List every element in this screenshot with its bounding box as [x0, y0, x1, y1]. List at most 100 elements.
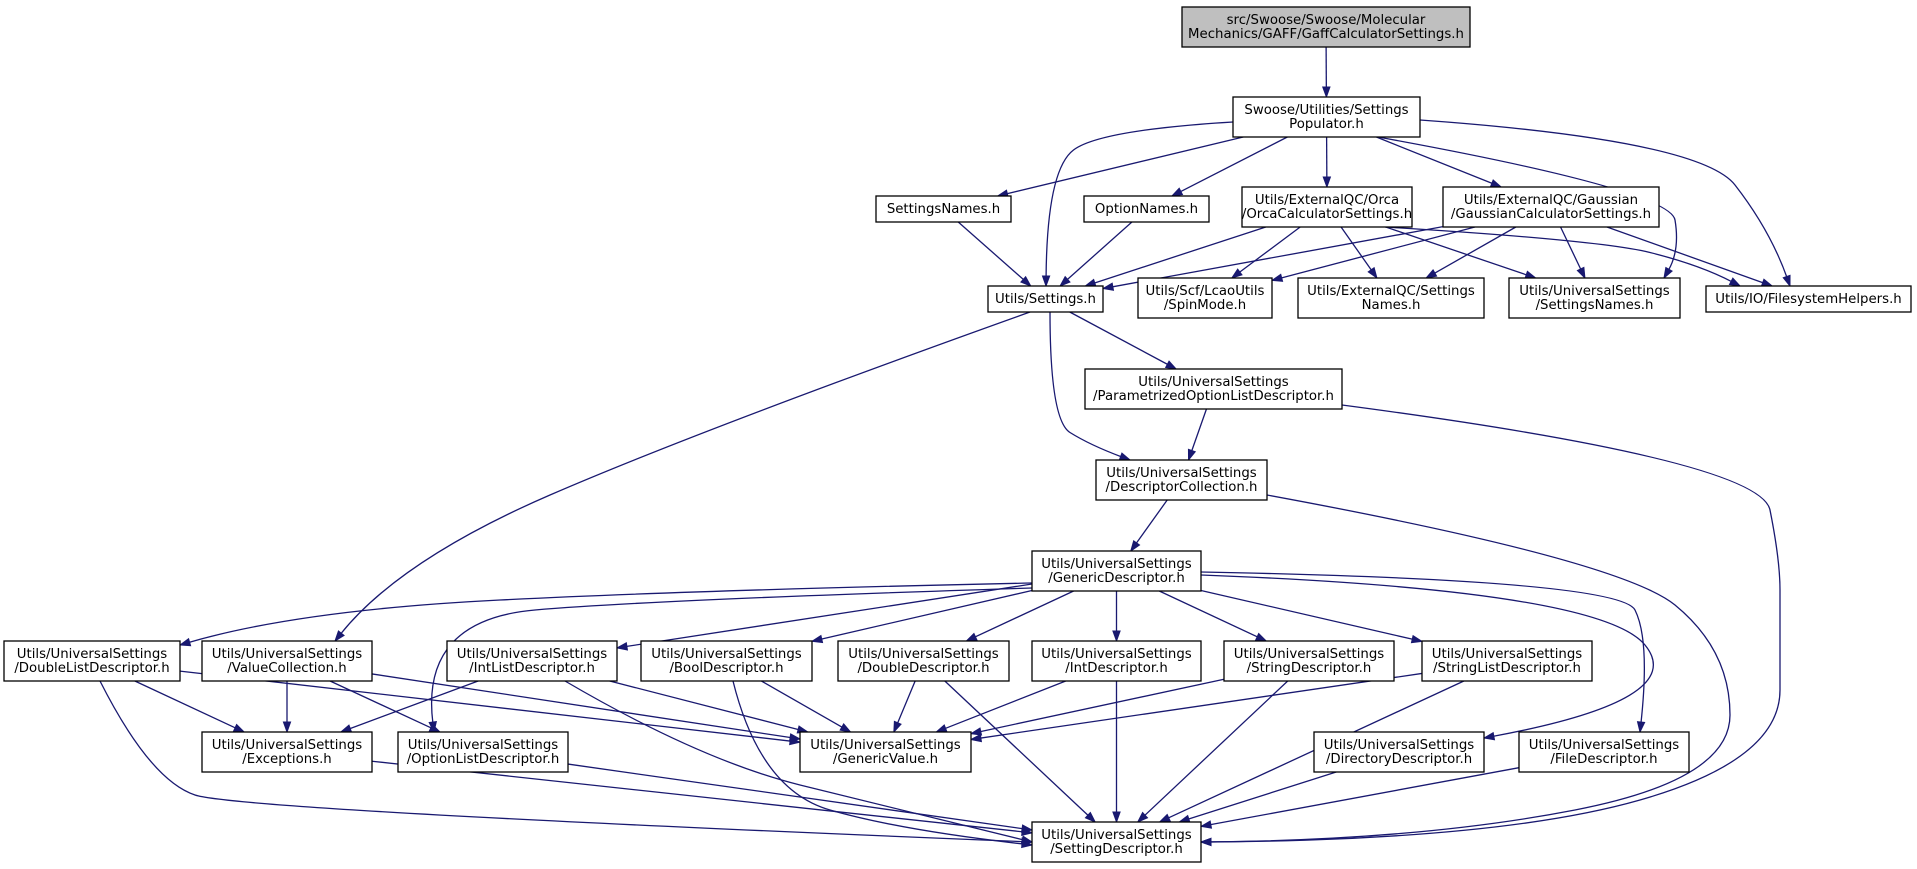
node-label-line: /ValueCollection.h	[227, 661, 346, 676]
edge-line	[1045, 121, 1234, 278]
edge-line	[974, 590, 1074, 638]
node-label-line: Names.h	[1362, 298, 1421, 313]
node-label-line: Utils/UniversalSettings	[651, 647, 801, 662]
node-label-line: /GenericValue.h	[833, 752, 938, 767]
node-label-line: Utils/UniversalSettings	[1529, 738, 1679, 753]
node-box	[1297, 277, 1485, 319]
node-int[interactable]: Utils/UniversalSettings/IntDescriptor.h	[1031, 640, 1202, 682]
node-settings[interactable]: Utils/Settings.h	[987, 285, 1104, 313]
edge-arrowhead	[339, 724, 353, 733]
edge-arrowhead	[232, 723, 246, 733]
edge-line	[1280, 226, 1476, 279]
node-label-line: Utils/Scf/LcaoUtils	[1146, 284, 1265, 299]
edge-arrowhead	[1199, 837, 1212, 847]
node-box	[1421, 640, 1593, 682]
edge-genericdesc-to-file	[1200, 571, 1646, 734]
node-root[interactable]: src/Swoose/Swoose/MolecularMechanics/GAF…	[1181, 6, 1471, 48]
node-box	[1442, 186, 1660, 228]
node-file[interactable]: Utils/UniversalSettings/FileDescriptor.h	[1518, 731, 1690, 773]
edge-line	[761, 680, 844, 729]
node-gaussian[interactable]: Utils/ExternalQC/Gaussian/GaussianCalcul…	[1442, 186, 1660, 228]
node-label-line: /DoubleDescriptor.h	[857, 661, 989, 676]
edge-orca-to-usnames	[1385, 226, 1538, 279]
edge-arrowhead	[1020, 824, 1034, 833]
edge-line	[1006, 136, 1244, 195]
edge-double-to-genericvalue	[893, 680, 916, 734]
edge-line	[188, 582, 1033, 644]
node-bool[interactable]: Utils/UniversalSettings/BoolDescriptor.h	[640, 640, 813, 682]
edge-genericdesc-to-int	[1112, 591, 1121, 643]
node-valuecoll[interactable]: Utils/UniversalSettings/ValueCollection.…	[201, 640, 373, 682]
node-label-line: Utils/UniversalSettings	[1041, 557, 1191, 572]
node-extqcnames[interactable]: Utils/ExternalQC/SettingsNames.h	[1297, 277, 1485, 319]
node-label-line: /DoubleListDescriptor.h	[14, 661, 169, 676]
edge-line	[179, 670, 792, 742]
node-label-line: Utils/UniversalSettings	[457, 647, 607, 662]
node-box	[1313, 731, 1485, 773]
node-fshelpers[interactable]: Utils/IO/FilesystemHelpers.h	[1705, 285, 1912, 313]
node-optionnames[interactable]: OptionNames.h	[1083, 195, 1210, 223]
node-orca[interactable]: Utils/ExternalQC/Orca/OrcaCalculatorSett…	[1241, 186, 1413, 228]
node-usnames[interactable]: Utils/UniversalSettings/SettingsNames.h	[1508, 277, 1681, 319]
node-label-line: OptionNames.h	[1095, 202, 1198, 217]
node-label-line: /OptionListDescriptor.h	[407, 752, 560, 767]
edge-line	[1135, 499, 1168, 545]
nodes-layer: src/Swoose/Swoose/MolecularMechanics/GAF…	[3, 6, 1912, 863]
node-genericdesc[interactable]: Utils/UniversalSettings/GenericDescripto…	[1031, 550, 1202, 592]
node-double[interactable]: Utils/UniversalSettings/DoubleDescriptor…	[837, 640, 1010, 682]
edge-line	[1187, 771, 1337, 820]
node-label-line: Utils/IO/FilesystemHelpers.h	[1715, 292, 1901, 307]
node-box	[1232, 96, 1421, 138]
node-settingsnames[interactable]: SettingsNames.h	[875, 195, 1012, 223]
node-directory[interactable]: Utils/UniversalSettings/DirectoryDescrip…	[1313, 731, 1485, 773]
edge-arrowhead	[1270, 273, 1284, 282]
node-spinmode[interactable]: Utils/Scf/LcaoUtils/SpinMode.h	[1137, 277, 1273, 319]
node-string[interactable]: Utils/UniversalSettings/StringDescriptor…	[1223, 640, 1395, 682]
node-box	[1095, 459, 1268, 501]
node-stringlist[interactable]: Utils/UniversalSettings/StringListDescri…	[1421, 640, 1593, 682]
edge-string-to-settingdesc	[1136, 680, 1289, 824]
node-label-line: Utils/UniversalSettings	[17, 647, 167, 662]
node-label-line: /GenericDescriptor.h	[1048, 571, 1185, 586]
node-label-line: Populator.h	[1289, 117, 1364, 132]
node-box	[1083, 195, 1210, 223]
node-label-line: Utils/ExternalQC/Settings	[1307, 284, 1475, 299]
edge-line	[567, 763, 1024, 830]
edge-line	[1066, 221, 1133, 281]
edge-gaussian-to-spinmode	[1270, 226, 1476, 282]
node-box	[1518, 731, 1690, 773]
node-settingdesc[interactable]: Utils/UniversalSettings/SettingDescripto…	[1031, 821, 1202, 863]
edge-arrowhead	[178, 637, 192, 647]
edge-settings-to-paramopt	[1069, 311, 1178, 370]
node-intlist[interactable]: Utils/UniversalSettings/IntListDescripto…	[446, 640, 618, 682]
node-label-line: src/Swoose/Swoose/Molecular	[1227, 13, 1426, 28]
node-doublelist[interactable]: Utils/UniversalSettings/DoubleListDescri…	[3, 640, 181, 682]
node-label-line: Utils/UniversalSettings	[1432, 647, 1582, 662]
edge-paramopt-to-settingdesc	[1199, 404, 1781, 847]
edge-arrowhead	[1158, 813, 1171, 823]
node-desccoll[interactable]: Utils/UniversalSettings/DescriptorCollec…	[1095, 459, 1268, 501]
edge-arrowhead	[1728, 277, 1742, 287]
node-box	[640, 640, 813, 682]
edge-orca-to-spinmode	[1230, 226, 1301, 279]
node-exceptions[interactable]: Utils/UniversalSettings/Exceptions.h	[201, 731, 373, 773]
edge-line	[944, 680, 1090, 817]
node-genericvalue[interactable]: Utils/UniversalSettings/GenericValue.h	[799, 731, 972, 773]
edge-arrowhead	[1489, 179, 1503, 188]
node-label-line: Utils/UniversalSettings	[1138, 375, 1288, 390]
node-optionlist[interactable]: Utils/UniversalSettings/OptionListDescri…	[397, 731, 569, 773]
node-paramopt[interactable]: Utils/UniversalSettings/ParametrizedOpti…	[1084, 368, 1343, 410]
edge-valuecoll-to-genericvalue	[371, 673, 802, 742]
edge-line	[957, 221, 1025, 281]
node-label-line: /IntListDescriptor.h	[469, 661, 595, 676]
edge-arrowhead	[1170, 187, 1184, 197]
node-label-line: /IntDescriptor.h	[1065, 661, 1168, 676]
edge-arrowhead	[1021, 839, 1034, 849]
edge-line	[732, 680, 1024, 845]
edge-arrowhead	[282, 721, 292, 734]
edge-line	[944, 680, 1066, 730]
edge-line	[1049, 311, 1122, 458]
edge-desccoll-to-settingdesc	[1199, 494, 1731, 847]
